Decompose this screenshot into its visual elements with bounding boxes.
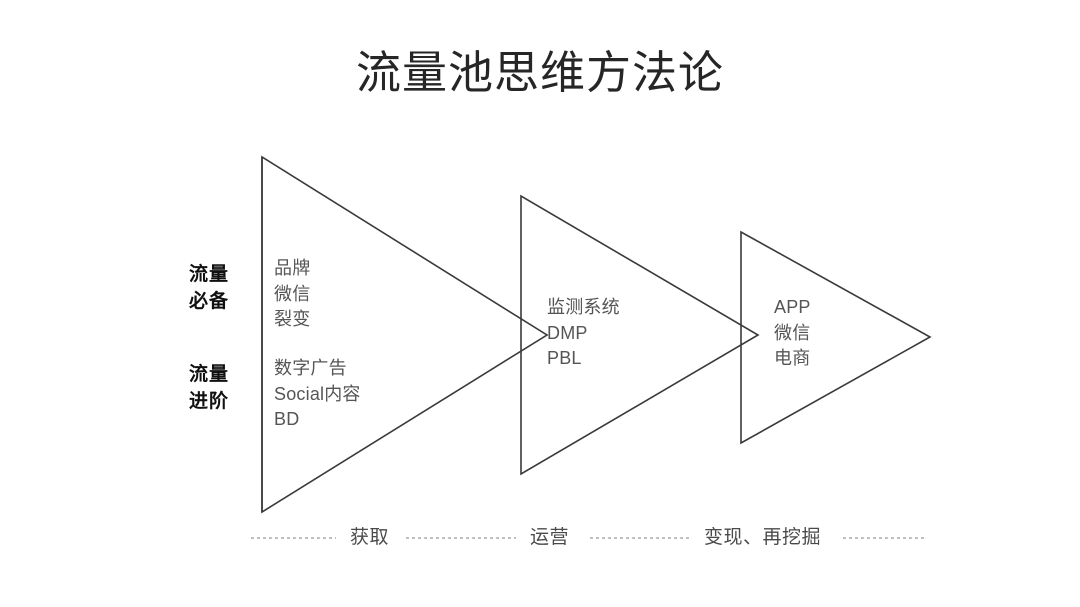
- phase-label-acquisition: 获取: [350, 527, 390, 548]
- funnel-acquisition-essential-items: 品牌 微信 裂变: [274, 258, 311, 329]
- funnel-operation-items: 监测系统 DMP PBL: [547, 297, 620, 368]
- funnel-triangle-acquisition: [261, 155, 549, 514]
- page-title: 流量池思维方法论: [355, 47, 724, 98]
- funnel-monetization-items: APP 微信 电商: [774, 297, 811, 368]
- tier-label-essential: 流量 必备: [189, 264, 230, 312]
- phase-label-monetization: 变现、再挖掘: [704, 527, 822, 548]
- funnel-triangle-monetization: [740, 230, 932, 445]
- funnel-acquisition-advanced-items: 数字广告 Social内容 BD: [274, 358, 361, 429]
- phase-label-operation: 运营: [530, 527, 570, 548]
- funnel-triangle-operation: [520, 194, 760, 476]
- tier-label-advanced: 流量 进阶: [189, 364, 230, 412]
